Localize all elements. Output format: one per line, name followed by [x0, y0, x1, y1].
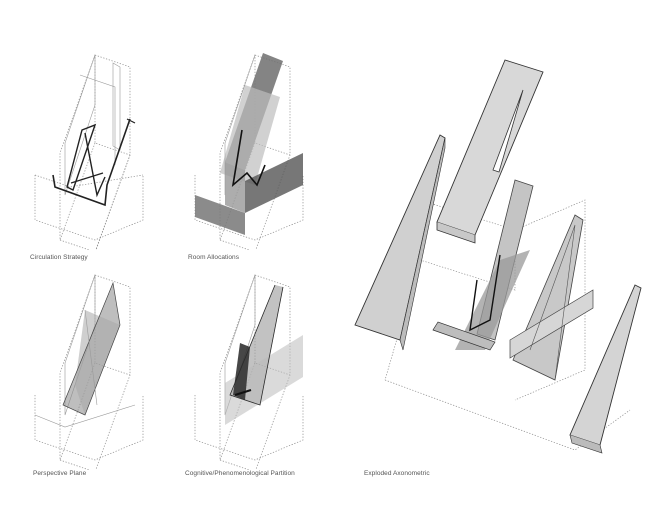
- caption-circulation-strategy: Circulation Strategy: [30, 254, 88, 261]
- partition-diagram: [194, 274, 304, 470]
- caption-partition: Cognitive/Phenomenological Partition: [185, 470, 295, 477]
- exploded-axonometric-diagram: [354, 59, 642, 454]
- caption-perspective-plane: Perspective Plane: [33, 470, 87, 477]
- circulation-strategy-diagram: [34, 54, 144, 250]
- caption-room-allocations: Room Allocations: [188, 254, 240, 261]
- caption-exploded-axonometric: Exploded Axonometric: [364, 470, 430, 477]
- perspective-plane-diagram: [34, 274, 144, 470]
- room-allocations-diagram: [194, 53, 304, 250]
